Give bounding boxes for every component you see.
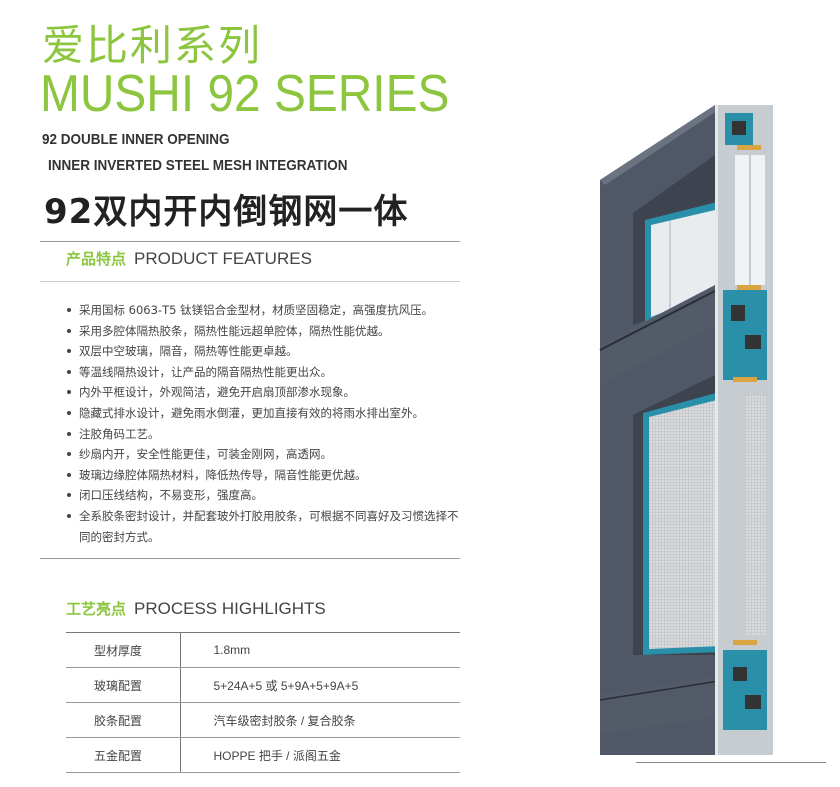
feature-item: 纱扇内开，安全性能更佳，可装金刚网，高透网。 bbox=[66, 444, 466, 465]
process-heading-en: PROCESS HIGHLIGHTS bbox=[134, 599, 326, 618]
feature-item: 等温线隔热设计，让产品的隔音隔热性能更出众。 bbox=[66, 362, 466, 383]
divider bbox=[40, 281, 460, 282]
feature-item: 双层中空玻璃，隔音，隔热等性能更卓越。 bbox=[66, 341, 466, 362]
process-heading: 工艺亮点 PROCESS HIGHLIGHTS bbox=[66, 598, 326, 619]
row-key: 胶条配置 bbox=[66, 702, 181, 738]
feature-item: 采用多腔体隔热胶条，隔热性能远超单腔体，隔热性能优越。 bbox=[66, 321, 466, 342]
row-value: HOPPE 把手 / 派阁五金 bbox=[180, 737, 460, 773]
window-profile-image bbox=[599, 105, 773, 755]
features-heading-cn: 产品特点 bbox=[66, 250, 127, 268]
table-row: 胶条配置汽车级密封胶条 / 复合胶条 bbox=[66, 702, 460, 738]
row-key: 型材厚度 bbox=[66, 632, 181, 668]
series-title-en: MUSHI 92 SERIES bbox=[40, 65, 450, 123]
features-list: 采用国标 6063-T5 钛镁铝合金型材，材质坚固稳定，高强度抗风压。 采用多腔… bbox=[66, 300, 466, 547]
feature-item: 玻璃边缘腔体隔热材料，降低热传导，隔音性能更优越。 bbox=[66, 465, 466, 486]
row-value: 1.8mm bbox=[180, 632, 460, 668]
feature-item: 全系胶条密封设计，并配套玻外打胶用胶条，可根据不同喜好及习惯选择不同的密封方式。 bbox=[66, 506, 466, 547]
row-key: 玻璃配置 bbox=[66, 667, 181, 703]
feature-item: 采用国标 6063-T5 钛镁铝合金型材，材质坚固稳定，高强度抗风压。 bbox=[66, 300, 466, 321]
series-title-cn: 爱比利系列 bbox=[42, 21, 263, 70]
feature-item: 内外平框设计，外观简洁，避免开启扇顶部渗水现象。 bbox=[66, 382, 466, 403]
subtitle-line-2: INNER INVERTED STEEL MESH INTEGRATION bbox=[48, 157, 348, 174]
subtitle-cn: 92双内开内倒钢网一体 bbox=[44, 192, 409, 232]
feature-item: 隐藏式排水设计，避免雨水倒灌，更加直接有效的将雨水排出室外。 bbox=[66, 403, 466, 424]
features-heading: 产品特点 PRODUCT FEATURES bbox=[66, 248, 312, 269]
row-value: 5+24A+5 或 5+9A+5+9A+5 bbox=[180, 667, 460, 703]
feature-item: 闭口压线结构，不易变形，强度高。 bbox=[66, 485, 466, 506]
baseline-rule bbox=[636, 762, 826, 763]
feature-item: 注胶角码工艺。 bbox=[66, 424, 466, 445]
process-heading-cn: 工艺亮点 bbox=[66, 600, 127, 618]
row-value: 汽车级密封胶条 / 复合胶条 bbox=[180, 702, 460, 738]
divider bbox=[40, 558, 460, 559]
divider bbox=[40, 241, 460, 242]
subtitle-line-1: 92 DOUBLE INNER OPENING bbox=[42, 131, 230, 148]
features-heading-en: PRODUCT FEATURES bbox=[134, 249, 312, 268]
row-key: 五金配置 bbox=[66, 737, 181, 773]
